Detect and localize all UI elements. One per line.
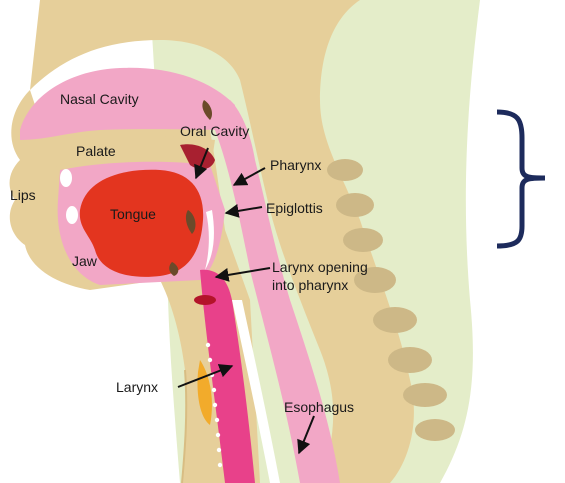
label-larynx-opening-1: Larynx opening: [272, 259, 368, 275]
label-larynx-opening-2: into pharynx: [272, 277, 348, 293]
larynx-opening: [194, 295, 216, 305]
label-larynx: Larynx: [116, 379, 158, 395]
label-esophagus: Esophagus: [284, 399, 354, 415]
label-jaw: Jaw: [72, 253, 98, 269]
label-palate: Palate: [76, 143, 116, 159]
label-tongue: Tongue: [110, 206, 156, 222]
label-pharynx: Pharynx: [270, 157, 321, 173]
bracket: [497, 112, 545, 246]
label-oral-cavity: Oral Cavity: [180, 123, 249, 139]
label-epiglottis: Epiglottis: [266, 200, 323, 216]
label-lips: Lips: [10, 187, 36, 203]
label-nasal-cavity: Nasal Cavity: [60, 91, 139, 107]
